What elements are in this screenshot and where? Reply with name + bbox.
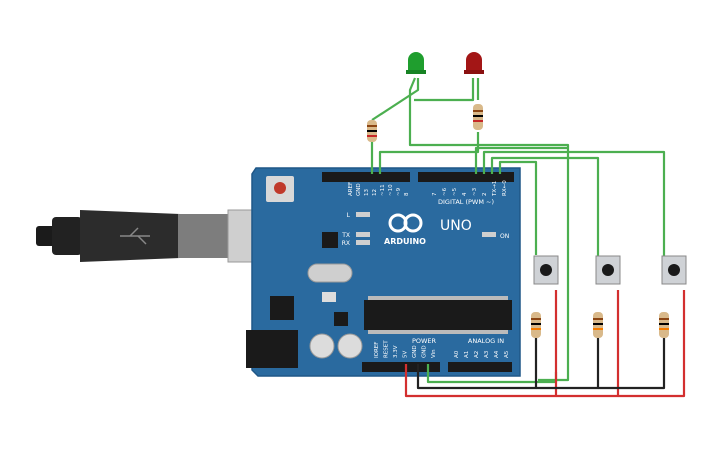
rx-label: RX — [342, 240, 350, 247]
usb-chip — [322, 232, 338, 248]
green-led[interactable] — [406, 52, 426, 74]
wire-button-2-signal[interactable] — [490, 156, 600, 260]
button-2[interactable] — [595, 255, 621, 285]
button-1[interactable] — [533, 255, 559, 285]
small-crystal — [322, 292, 336, 302]
pin-label: GND — [412, 345, 418, 358]
pin-label: ~11 — [380, 184, 386, 196]
wire-pin12[interactable] — [378, 132, 480, 174]
button-resistor-3[interactable] — [659, 312, 669, 338]
led-resistor-green[interactable] — [367, 120, 377, 142]
wire-5v-red[interactable] — [404, 290, 558, 398]
analog-pin-labels: A0 A1 A2 A3 A4 A5 — [454, 350, 510, 358]
wire-button-1-signal[interactable] — [498, 160, 538, 255]
l-label: L — [347, 212, 351, 219]
reset-button[interactable] — [274, 182, 286, 194]
pin-label: 5V — [403, 351, 409, 358]
button-resistor-1[interactable] — [531, 312, 541, 338]
pin-label: A3 — [484, 350, 490, 358]
pin-label: Vin — [431, 349, 437, 358]
wires — [370, 77, 686, 398]
arduino-logo-icon — [388, 213, 423, 233]
pin-label: 4 — [462, 192, 468, 196]
button-3[interactable] — [661, 255, 687, 285]
pin-label: IOREF — [374, 342, 380, 358]
pin-label: ~6 — [442, 187, 448, 196]
analog-header — [448, 362, 512, 372]
capacitor-2 — [337, 333, 363, 359]
pin-label: ~10 — [388, 184, 394, 196]
digital-header-left — [322, 172, 410, 182]
crystal — [307, 263, 353, 283]
analog-label: ANALOG IN — [468, 337, 504, 345]
capacitor-1 — [309, 333, 335, 359]
wire-gnd-bus-3[interactable] — [598, 338, 666, 390]
button-resistor-2[interactable] — [593, 312, 603, 338]
pin-label: 13 — [364, 189, 370, 196]
wire-gnd-green[interactable] — [474, 146, 568, 174]
pin-label: A2 — [474, 351, 480, 358]
red-led[interactable] — [464, 52, 484, 74]
wire-red-bus-3[interactable] — [618, 290, 686, 398]
voltage-regulator — [270, 296, 294, 320]
pin-label: 3.3V — [393, 345, 399, 358]
on-label: ON — [500, 233, 509, 240]
pin-label: AREF — [348, 182, 354, 196]
pin-label: A4 — [494, 350, 500, 358]
power-label: POWER — [412, 337, 437, 345]
pin-label: RESET — [384, 340, 390, 358]
pin-label: A1 — [464, 351, 470, 358]
led-resistor-red[interactable] — [473, 104, 483, 130]
pin-label: GND — [422, 345, 428, 358]
brand-label: ARDUINO — [384, 237, 426, 246]
pin-label: RX←0 — [502, 180, 508, 196]
pin-label: A0 — [454, 350, 460, 358]
wire-button-3-signal[interactable] — [482, 150, 666, 260]
pin-label: A5 — [504, 350, 510, 358]
pin-label: ~5 — [452, 187, 458, 196]
wire-green-led-cathode[interactable] — [408, 77, 570, 382]
digital-label: DIGITAL (PWM ~) — [438, 198, 494, 206]
pin-label: 8 — [404, 192, 410, 196]
pin-label: TX→1 — [492, 181, 498, 197]
wire-red-led[interactable] — [414, 78, 475, 102]
atmega-chip — [364, 300, 512, 330]
tx-label: TX — [341, 232, 350, 239]
model-label: UNO — [440, 218, 472, 234]
power-header — [362, 362, 440, 372]
pin-label: 2 — [482, 193, 488, 197]
pin-label: ~9 — [396, 187, 402, 196]
digital-header-right — [418, 172, 514, 182]
usb-icon — [120, 227, 150, 245]
pin-label: 12 — [372, 189, 378, 196]
wire-green-led-resistor[interactable] — [371, 78, 420, 121]
power-jack — [246, 330, 298, 368]
pin-label: ~3 — [472, 187, 478, 196]
pin-label: 7 — [432, 192, 438, 196]
small-ic — [334, 312, 348, 326]
pin-label: GND — [356, 183, 362, 196]
wire-gnd-bus-1[interactable] — [416, 338, 538, 390]
